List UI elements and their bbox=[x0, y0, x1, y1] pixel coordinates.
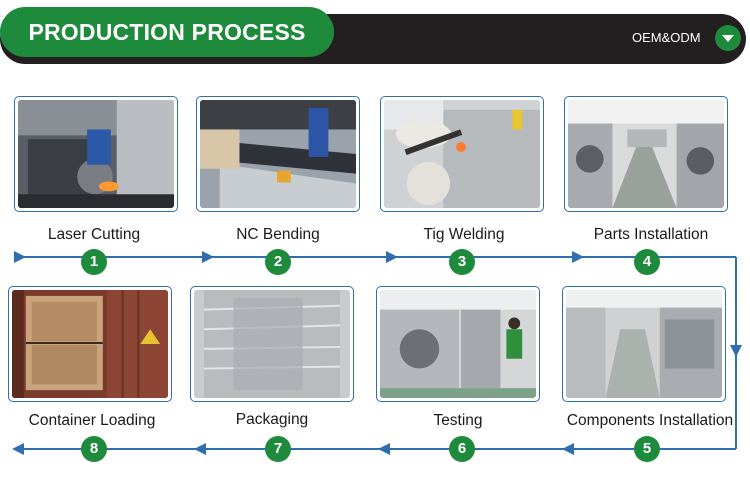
tig-welding-photo bbox=[380, 96, 544, 212]
step-label-parts-installation: Parts Installation bbox=[593, 226, 709, 243]
packaging-photo bbox=[190, 286, 354, 402]
components-installation-photo bbox=[562, 286, 726, 402]
nc-bending-photo bbox=[196, 96, 360, 212]
step-label-packaging: Packaging bbox=[235, 411, 309, 428]
step-label-testing: Testing bbox=[433, 412, 483, 429]
step-number-8: 8 bbox=[81, 436, 107, 462]
step-number-3: 3 bbox=[449, 249, 475, 275]
step-number-1: 1 bbox=[81, 249, 107, 275]
page-title: PRODUCTION PROCESS bbox=[0, 7, 334, 57]
step-label-container-loading: Container Loading bbox=[28, 412, 156, 429]
step-number-7: 7 bbox=[265, 436, 291, 462]
step-label-tig-welding: Tig Welding bbox=[423, 226, 505, 243]
step-number-4: 4 bbox=[634, 249, 660, 275]
laser-cutting-photo bbox=[14, 96, 178, 212]
oem-odm-label: OEM&ODM bbox=[632, 30, 701, 45]
container-loading-photo bbox=[8, 286, 172, 402]
testing-photo bbox=[376, 286, 540, 402]
parts-installation-photo bbox=[564, 96, 728, 212]
step-number-6: 6 bbox=[449, 436, 475, 462]
step-number-2: 2 bbox=[265, 249, 291, 275]
chevron-down-icon[interactable] bbox=[715, 25, 741, 51]
step-label-nc-bending: NC Bending bbox=[236, 226, 320, 243]
step-label-laser-cutting: Laser Cutting bbox=[47, 226, 141, 243]
step-number-5: 5 bbox=[634, 436, 660, 462]
step-label-components-installation: Components Installation bbox=[566, 412, 734, 429]
